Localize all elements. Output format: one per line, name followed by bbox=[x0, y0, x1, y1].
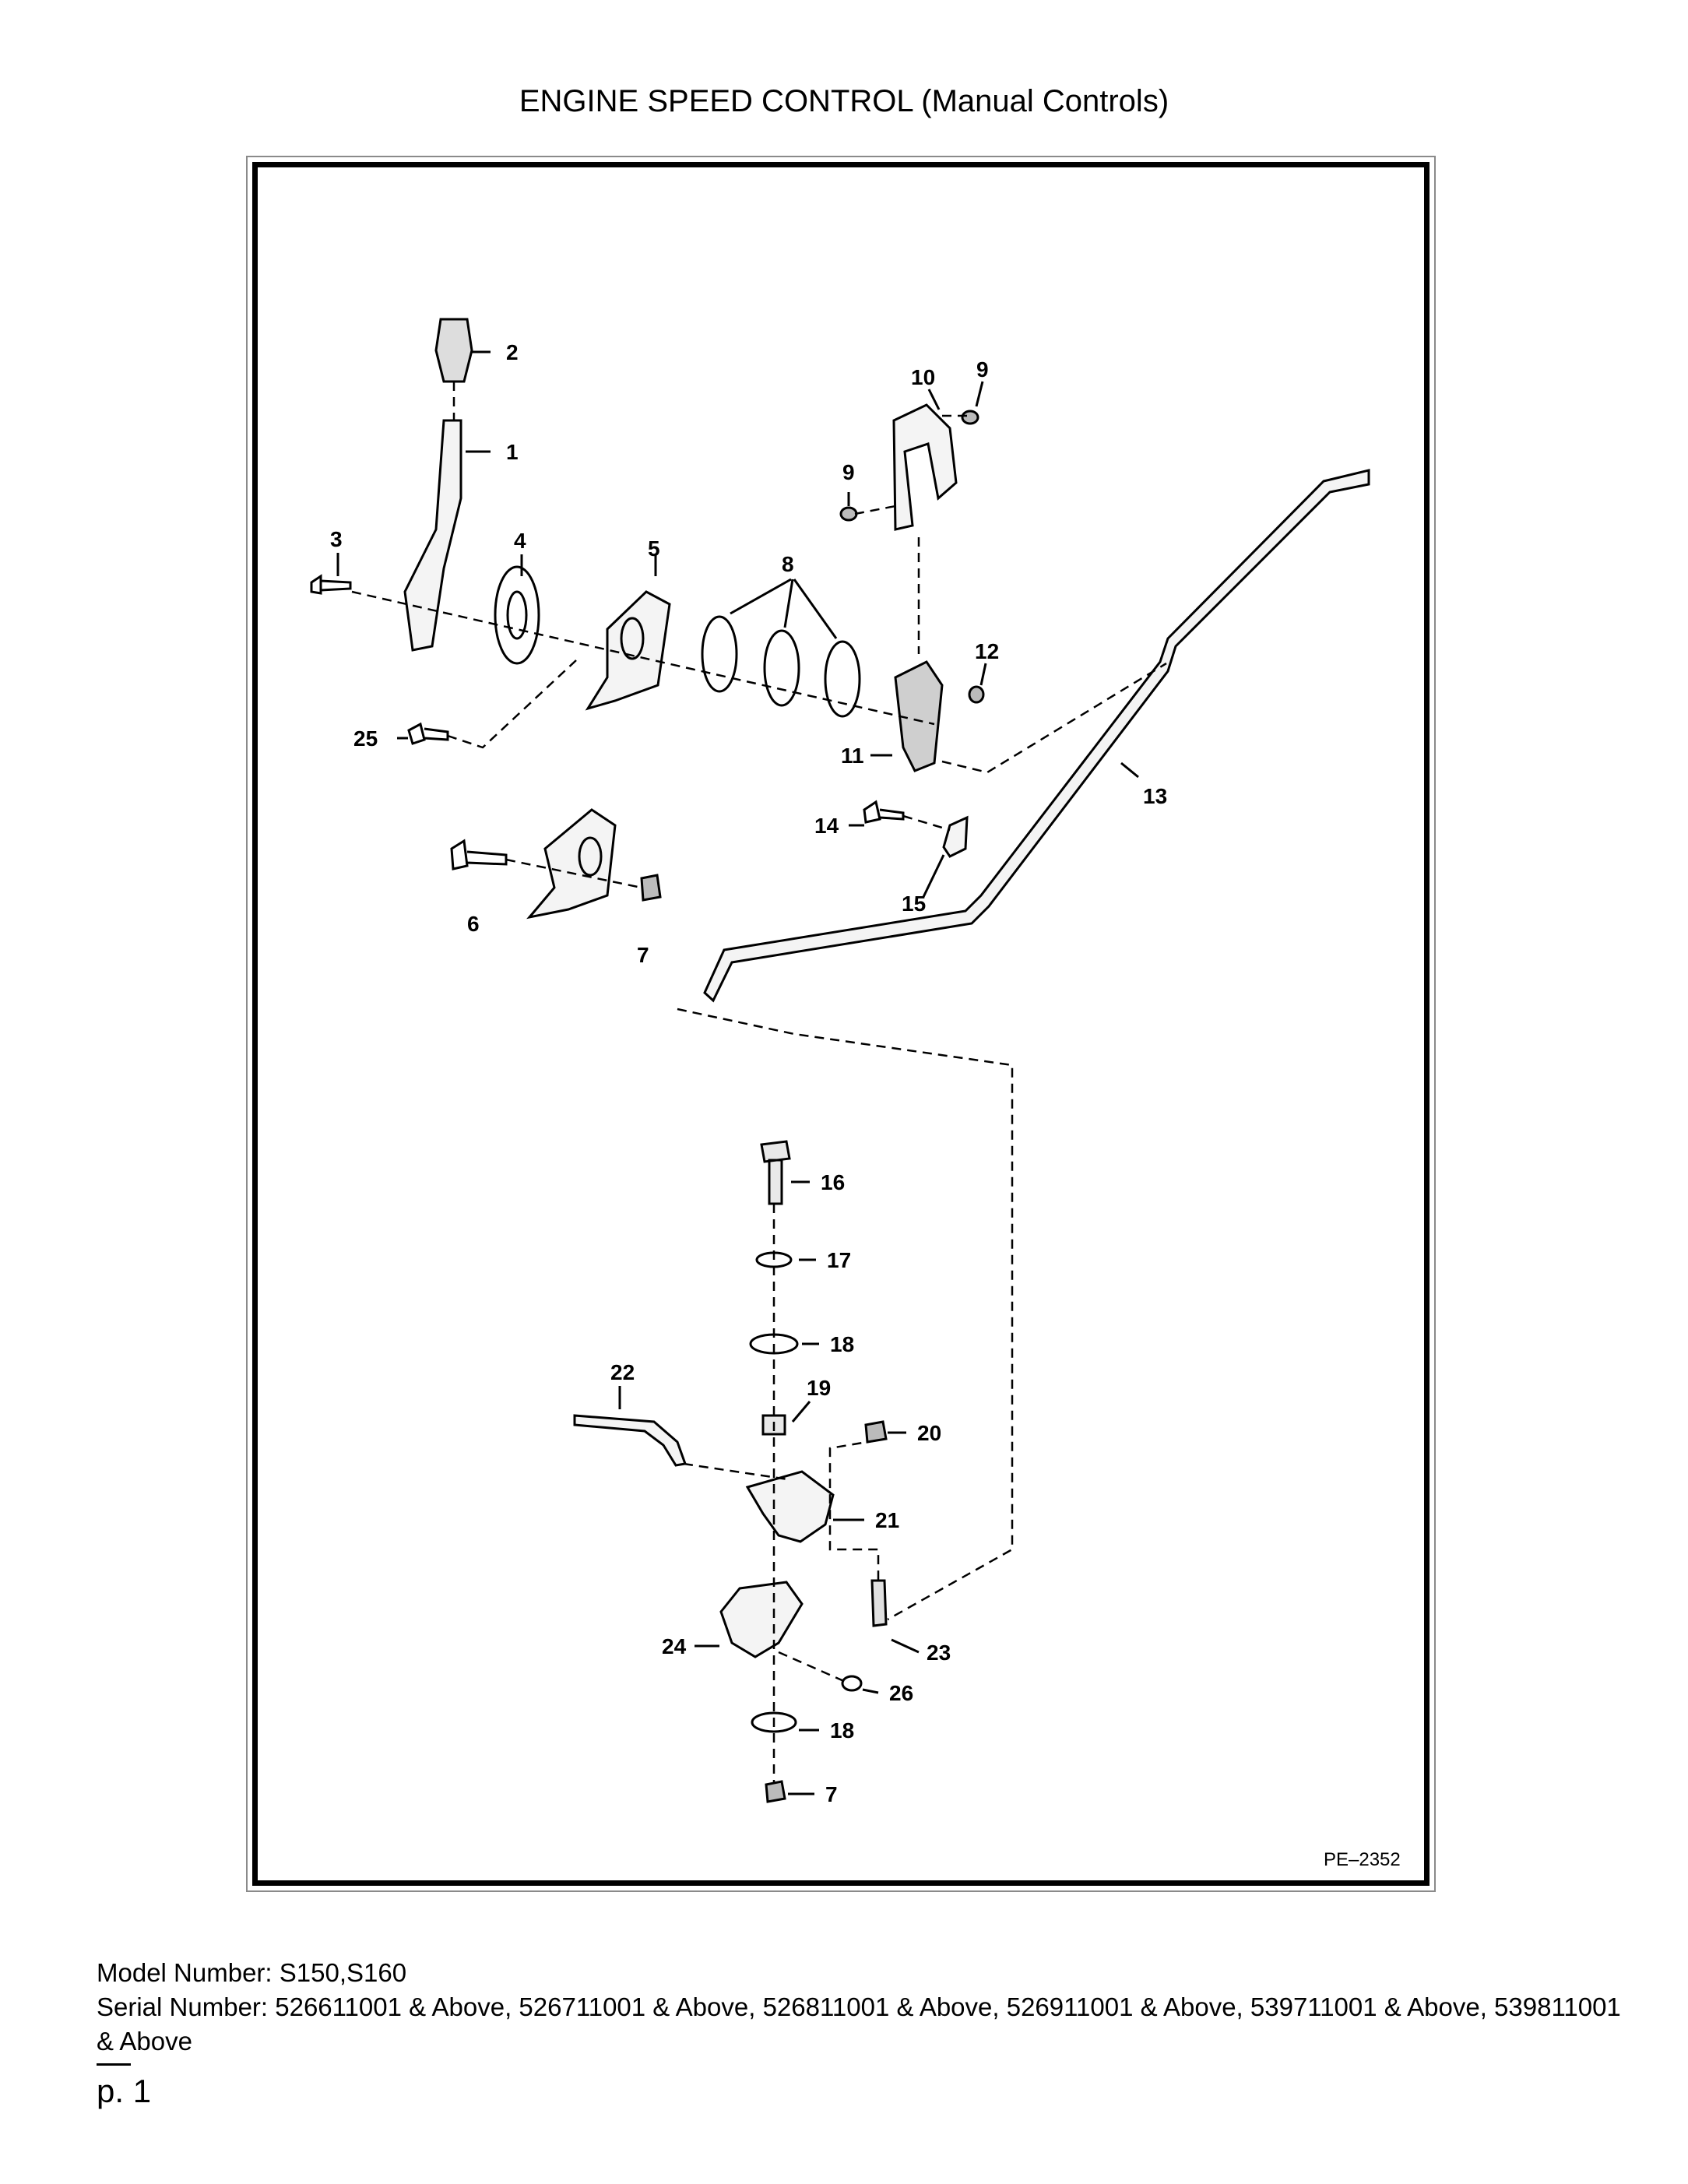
callout-23: 23 bbox=[927, 1641, 951, 1665]
callout-7-bottom: 7 bbox=[825, 1782, 838, 1806]
part-ring-8a bbox=[701, 615, 738, 693]
part-bracket-6 bbox=[526, 808, 617, 920]
part-washer-4 bbox=[494, 565, 540, 665]
page-number: p. 1 bbox=[97, 2073, 152, 2109]
callout-7-top: 7 bbox=[637, 943, 649, 967]
callout-26: 26 bbox=[889, 1681, 913, 1705]
callout-6: 6 bbox=[467, 912, 480, 936]
callout-18-top: 18 bbox=[830, 1332, 854, 1356]
callout-24: 24 bbox=[662, 1634, 687, 1658]
part-bracket-5 bbox=[585, 590, 671, 711]
callout-10: 10 bbox=[911, 365, 935, 389]
part-lever bbox=[403, 419, 462, 652]
callout-5: 5 bbox=[648, 536, 660, 561]
callout-15: 15 bbox=[902, 892, 926, 916]
diagram-frame bbox=[252, 162, 1430, 1886]
callout-1: 1 bbox=[506, 440, 519, 464]
callout-12: 12 bbox=[975, 639, 999, 663]
part-ring-8c bbox=[824, 640, 861, 718]
figure-number: PE–2352 bbox=[1324, 1849, 1401, 1870]
callout-9-left: 9 bbox=[842, 460, 855, 484]
part-ring-8b bbox=[763, 629, 800, 707]
page-title: ENGINE SPEED CONTROL (Manual Controls) bbox=[519, 84, 1169, 118]
part-bolt-16 bbox=[760, 1140, 791, 1205]
model-info: Model Number: S150,S160 Serial Number: 5… bbox=[97, 1956, 1623, 2059]
callout-11: 11 bbox=[841, 744, 864, 768]
serial-number: Serial Number: 526611001 & Above, 526711… bbox=[97, 1992, 1621, 2056]
part-rod-13 bbox=[703, 469, 1370, 1003]
callout-20: 20 bbox=[917, 1421, 941, 1445]
callout-21: 21 bbox=[875, 1508, 899, 1532]
callout-13: 13 bbox=[1143, 784, 1167, 808]
part-knob bbox=[434, 318, 473, 383]
callout-16: 16 bbox=[821, 1170, 845, 1194]
callout-18-bottom: 18 bbox=[830, 1718, 854, 1743]
part-link-22 bbox=[573, 1414, 688, 1467]
part-bolt-3 bbox=[310, 574, 352, 595]
diagram-outer-border bbox=[246, 156, 1436, 1892]
callout-9-top: 9 bbox=[976, 357, 989, 382]
callout-4: 4 bbox=[514, 529, 526, 553]
callout-19: 19 bbox=[807, 1376, 831, 1400]
part-bolt-25 bbox=[407, 722, 449, 745]
callout-8: 8 bbox=[782, 552, 794, 576]
part-bracket-10 bbox=[892, 403, 958, 531]
callout-2: 2 bbox=[506, 340, 519, 364]
part-clip-15 bbox=[942, 815, 969, 858]
callout-22: 22 bbox=[610, 1360, 635, 1384]
callout-25: 25 bbox=[353, 726, 378, 751]
callout-14: 14 bbox=[814, 814, 839, 838]
callout-17: 17 bbox=[827, 1248, 851, 1272]
part-cam-11 bbox=[894, 660, 944, 772]
callout-3: 3 bbox=[330, 527, 343, 551]
part-bracket-24 bbox=[719, 1581, 804, 1658]
page-divider bbox=[97, 2063, 131, 2066]
model-number: Model Number: S150,S160 bbox=[97, 1958, 407, 1987]
part-plate-21 bbox=[745, 1470, 835, 1543]
